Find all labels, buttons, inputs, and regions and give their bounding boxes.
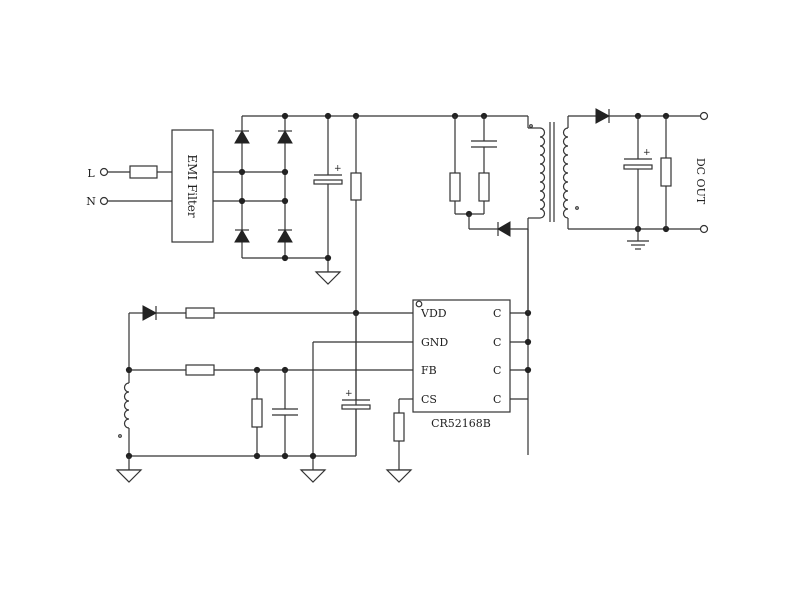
pin-label-vdd: VDD xyxy=(420,307,447,320)
bridge-diode-2 xyxy=(277,130,293,144)
bridge-diode-3 xyxy=(234,229,250,243)
snubber-diode xyxy=(497,221,511,237)
flyback-transformer xyxy=(527,116,579,455)
ground-symbol-gnd xyxy=(299,469,327,483)
vdd-cap-plus: + xyxy=(345,389,353,399)
line-input-label: L xyxy=(87,167,95,180)
line-terminal xyxy=(99,167,109,177)
emi-filter-label: EMI Filter xyxy=(185,154,199,218)
pin-label-gnd: GND xyxy=(421,336,448,349)
neutral-input-label: N xyxy=(86,195,96,208)
auxiliary-bias-circuit: + xyxy=(118,305,413,470)
aux-diode xyxy=(142,305,158,321)
ground-symbol-bulk xyxy=(314,271,342,285)
fuse-resistor xyxy=(129,165,158,179)
bridge-diode-4 xyxy=(277,229,293,243)
pin-label-cs: CS xyxy=(421,393,437,406)
bridge-diode-1 xyxy=(234,130,250,144)
vdd-capacitor xyxy=(341,404,371,410)
pin-label-c-2: C xyxy=(493,336,501,349)
controller-ic: VDD GND FB CS C C C C CR52168B xyxy=(412,229,532,430)
pin-label-c-1: C xyxy=(493,307,501,320)
startup-resistor xyxy=(350,112,362,455)
emi-filter-block xyxy=(171,129,214,243)
ic-part-number: CR52168B xyxy=(431,417,491,430)
pin-label-c-3: C xyxy=(493,364,501,377)
output-load-resistor xyxy=(660,157,672,187)
dc-out-label: DC OUT xyxy=(694,158,707,205)
neutral-terminal xyxy=(99,196,109,206)
snubber-resistor-1 xyxy=(449,172,461,202)
pin-label-c-4: C xyxy=(493,393,501,406)
current-sense-resistor xyxy=(393,412,405,442)
secondary-output: + DC OUT xyxy=(568,108,709,250)
output-capacitor xyxy=(623,164,653,170)
aux-series-resistor xyxy=(185,307,215,319)
bridge-rectifier xyxy=(234,112,528,262)
dc-out-positive-terminal xyxy=(699,111,709,121)
aux-winding xyxy=(123,382,130,429)
ic-pin1-marker xyxy=(415,300,423,308)
pin-label-fb: FB xyxy=(421,364,437,377)
rcd-snubber xyxy=(449,112,528,237)
ic-body xyxy=(412,299,511,413)
bulk-cap-plus: + xyxy=(334,164,342,174)
snubber-resistor-2 xyxy=(478,172,490,202)
ground-symbol-cs xyxy=(385,469,413,483)
bulk-capacitor: + xyxy=(313,112,343,272)
dc-out-negative-terminal xyxy=(699,224,709,234)
ground-symbol-aux xyxy=(115,469,143,483)
output-cap-plus: + xyxy=(643,148,651,158)
output-diode xyxy=(595,108,611,124)
fb-resistor-lower xyxy=(251,398,263,428)
fb-resistor-upper xyxy=(185,364,215,376)
